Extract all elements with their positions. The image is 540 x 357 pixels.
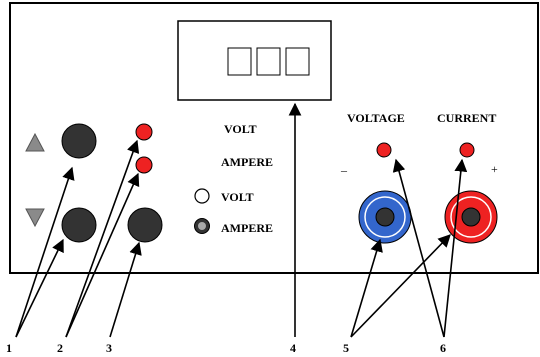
negative-terminal-post <box>375 207 395 227</box>
up-adjust-knob[interactable] <box>61 123 97 159</box>
volt-radio[interactable] <box>194 188 210 204</box>
callout-arrow-2a <box>65 139 140 338</box>
current-led <box>459 142 475 158</box>
callout-number-4: 4 <box>290 341 296 355</box>
positive-terminal-ring <box>450 196 492 238</box>
plus-sign: + <box>491 162 498 176</box>
mode-select-knob[interactable] <box>127 207 163 243</box>
callout-arrow-1a <box>15 166 75 338</box>
callout-arrow-6b <box>443 158 468 338</box>
ampere-radio-label: AMPERE <box>221 221 273 235</box>
callout-arrow-5b <box>350 234 451 338</box>
callout-number-3: 3 <box>106 341 112 355</box>
callout-number-2: 2 <box>57 341 63 355</box>
current-label: CURRENT <box>437 111 496 125</box>
volt-indicator-led <box>135 123 153 141</box>
callout-arrow-1b <box>15 238 64 338</box>
callout-number-6: 6 <box>440 341 446 355</box>
callout-number-1: 1 <box>6 341 12 355</box>
display-digit-1 <box>227 47 252 76</box>
negative-terminal-ring <box>364 196 406 238</box>
ampere-radio-dot <box>198 222 206 230</box>
display-window <box>177 20 332 101</box>
callout-arrow-5a <box>350 238 383 338</box>
positive-terminal-post <box>461 207 481 227</box>
ampere-indicator-label: AMPERE <box>221 155 273 169</box>
volt-indicator-label: VOLT <box>224 122 257 136</box>
ampere-indicator-led <box>135 156 153 174</box>
up-triangle-icon <box>25 132 45 152</box>
callout-number-5: 5 <box>343 341 349 355</box>
down-triangle-icon <box>25 208 45 228</box>
voltage-led <box>376 142 392 158</box>
display-digit-3 <box>285 47 310 76</box>
callout-arrow-3 <box>109 241 142 338</box>
display-digit-2 <box>256 47 281 76</box>
callout-arrow-2b <box>65 172 140 338</box>
minus-sign: – <box>340 163 348 177</box>
callout-arrow-6a <box>392 158 445 338</box>
down-adjust-knob[interactable] <box>61 207 97 243</box>
voltage-label: VOLTAGE <box>347 111 405 125</box>
volt-radio-label: VOLT <box>221 190 254 204</box>
